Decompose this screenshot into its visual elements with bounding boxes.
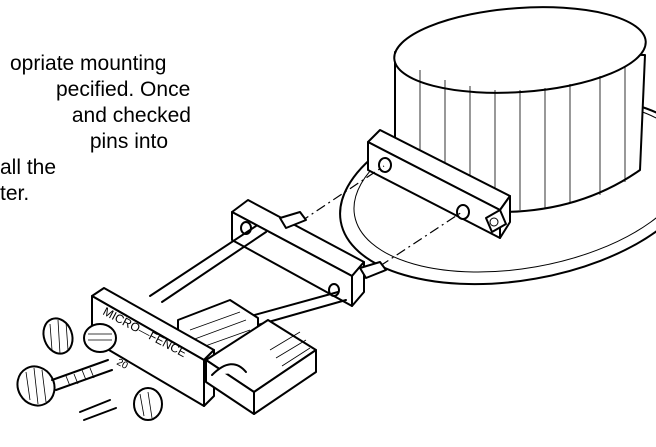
alignment-lines [299, 165, 463, 267]
knob-right [133, 387, 163, 421]
instruction-line: all the [0, 156, 57, 179]
lower-rods [79, 399, 117, 421]
knob-top [83, 323, 117, 353]
instruction-line: ter. [0, 182, 30, 205]
instruction-line: and checked [66, 104, 191, 127]
knob-large-front [16, 365, 56, 407]
fence-base-plate [205, 319, 317, 415]
adjustment-screw: 20 [51, 357, 130, 391]
knob-left [42, 317, 74, 355]
instruction-line: pecified. Once [56, 78, 191, 101]
instruction-line: pins into [84, 130, 169, 153]
instruction-line: opriate mounting [10, 52, 167, 75]
mounting-bracket [367, 129, 511, 239]
scale-text: 20 [115, 357, 130, 372]
